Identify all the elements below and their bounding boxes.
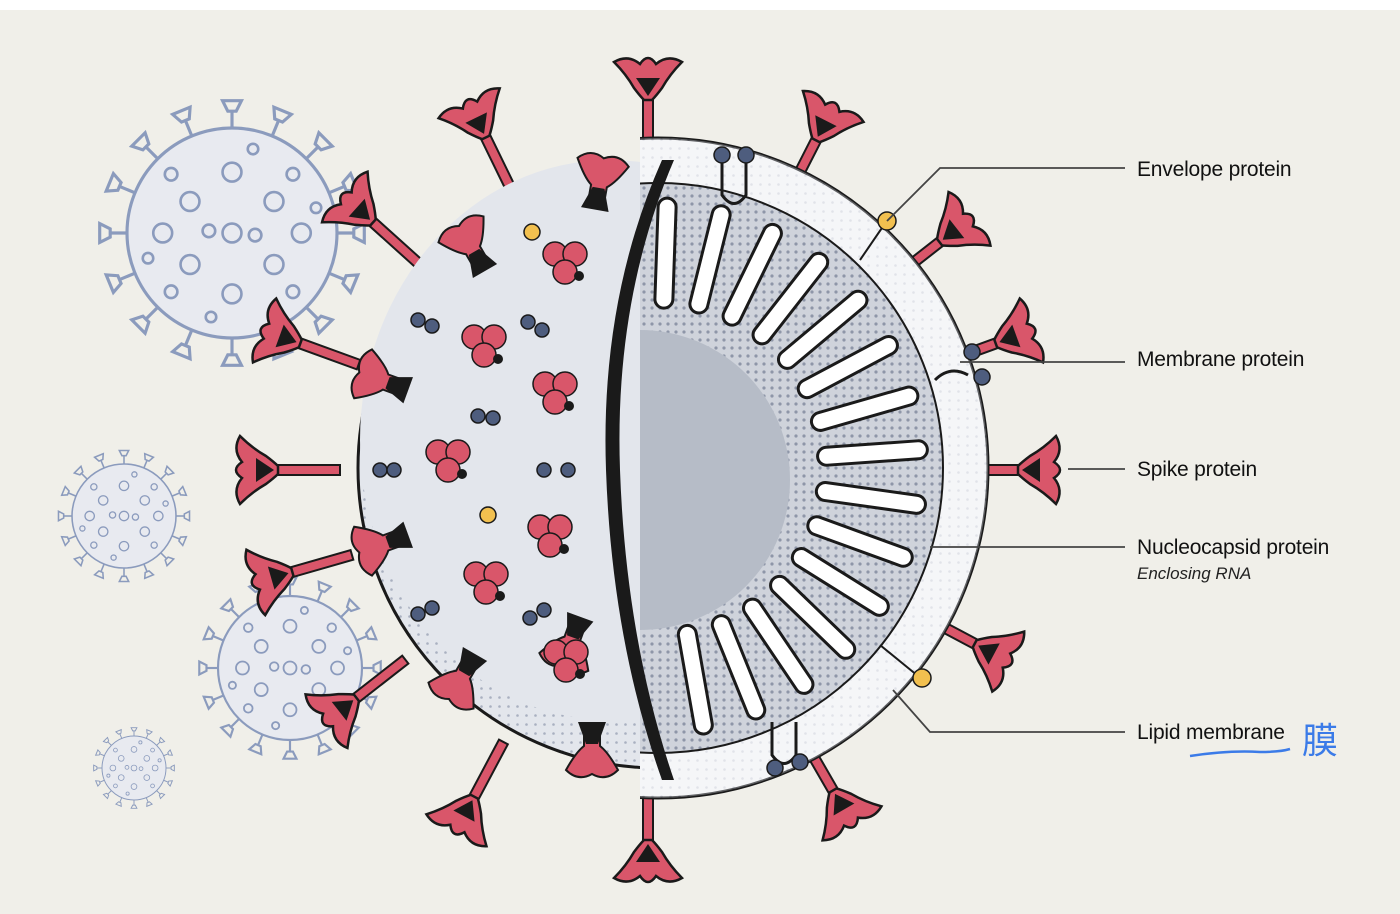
label-nucleocapsid-protein: Nucleocapsid protein	[1137, 536, 1330, 559]
label-spike-protein: Spike protein	[1137, 458, 1257, 481]
background-virus-medium	[198, 576, 382, 760]
background-virus-tiny	[93, 727, 175, 809]
virus-cross-section	[640, 136, 991, 800]
handwritten-note: 膜	[1302, 721, 1339, 762]
background-virus-small	[57, 449, 191, 583]
leader-lines	[886, 167, 1125, 733]
virus-surface	[350, 152, 640, 779]
handwritten-underline	[1189, 747, 1291, 758]
label-enclosing-rna: Enclosing RNA	[1137, 564, 1252, 583]
cross-section-edge	[605, 160, 674, 780]
label-lipid-membrane: Lipid membrane	[1137, 721, 1285, 744]
background-virus-large	[98, 99, 366, 367]
label-membrane-protein: Membrane protein	[1137, 348, 1305, 371]
label-envelope-protein: Envelope protein	[1137, 158, 1292, 181]
